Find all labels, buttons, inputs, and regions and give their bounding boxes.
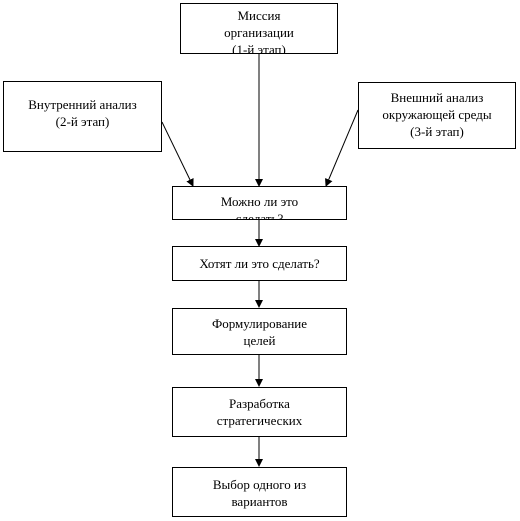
goals-box: Формулирование целей — [172, 308, 347, 355]
develop-line-2: стратегических — [216, 413, 303, 428]
external-line-2: окружающей среды — [382, 107, 492, 122]
mission-line-1: Миссия — [237, 8, 281, 23]
internal-line-1: Внутренний анализ — [28, 97, 137, 112]
choose-variant-box: Выбор одного из вариантов — [172, 467, 347, 517]
choose-line-1: Выбор одного из — [212, 477, 307, 492]
can-line-2: сделать? — [235, 211, 284, 220]
goals-line-2: целей — [243, 333, 276, 348]
arrow-external-to-can — [325, 109, 359, 187]
develop-line-1: Разработка — [229, 396, 290, 411]
can-it-be-done-box: Можно ли это сделать? — [172, 186, 347, 220]
develop-line-3: альтернатив — [173, 429, 346, 436]
mission-box: Миссия организации (1-й этап) — [180, 3, 338, 54]
external-analysis-box: Внешний анализ окружающей среды (3-й эта… — [358, 82, 516, 149]
mission-line-3: (1-й этап) — [232, 42, 286, 54]
choose-line-2: вариантов — [231, 494, 288, 509]
want-line-1: Хотят ли это сделать? — [199, 256, 320, 271]
arrow-internal-to-can — [161, 121, 194, 187]
external-line-3: (3-й этап) — [410, 124, 464, 139]
mission-line-2: организации — [224, 25, 294, 40]
internal-line-2: (2-й этап) — [55, 114, 110, 129]
goals-line-1: Формулирование — [211, 316, 308, 331]
develop-alternatives-box: Разработка стратегических альтернатив — [172, 387, 347, 437]
external-line-1: Внешний анализ — [390, 90, 484, 105]
internal-analysis-box: Внутренний анализ (2-й этап) — [3, 81, 162, 152]
want-to-do-box: Хотят ли это сделать? — [172, 246, 347, 281]
can-line-1: Можно ли это — [220, 194, 299, 209]
